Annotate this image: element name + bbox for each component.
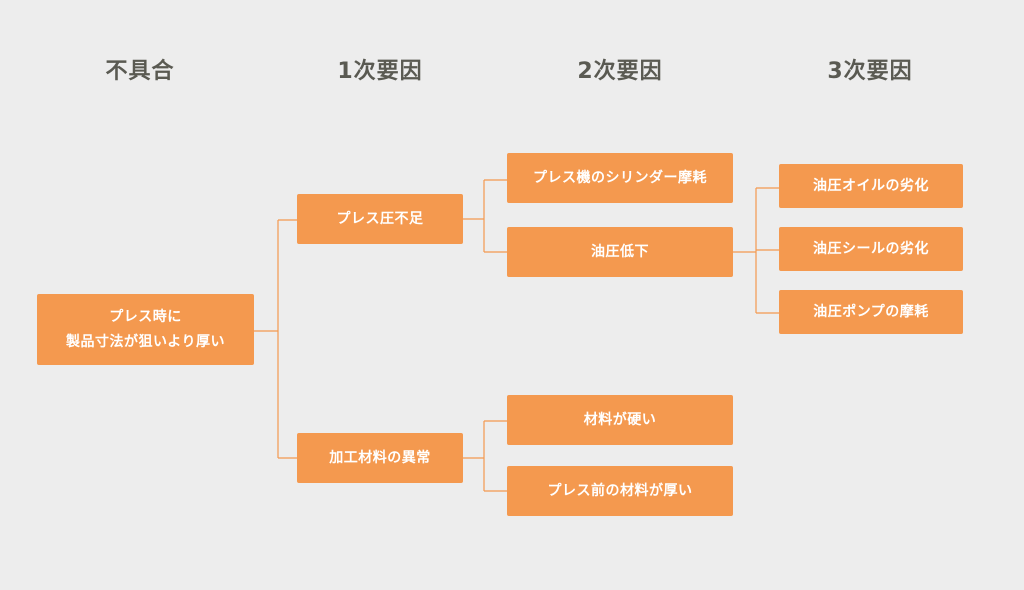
node-defect-root: プレス時に 製品寸法が狙いより厚い [37,294,254,365]
node-material-abnormal: 加工材料の異常 [297,433,463,483]
node-press-pressure-insufficient: プレス圧不足 [297,194,463,244]
header-tertiary-cause: 3次要因 [827,59,913,84]
root-line-1: プレス時に [109,309,182,325]
node-oil-degradation: 油圧オイルの劣化 [779,164,963,208]
header-primary-cause: 1次要因 [337,59,423,84]
connector-press-secondary [463,179,507,253]
node-seal-degradation: 油圧シールの劣化 [779,227,963,271]
node-cylinder-wear: プレス機のシリンダー摩耗 [507,153,733,203]
node-hydraulic-drop: 油圧低下 [507,227,733,277]
node-pump-wear: 油圧ポンプの摩耗 [779,290,963,334]
header-secondary-cause: 2次要因 [577,59,663,84]
node-material-hard: 材料が硬い [507,395,733,445]
connector-material-secondary [463,420,507,492]
node-material-thick: プレス前の材料が厚い [507,466,733,516]
connector-hydraulic-tertiary [733,187,779,314]
root-line-2: 製品寸法が狙いより厚い [66,333,225,350]
header-defect: 不具合 [105,59,175,84]
connector-root-primary [254,219,297,459]
